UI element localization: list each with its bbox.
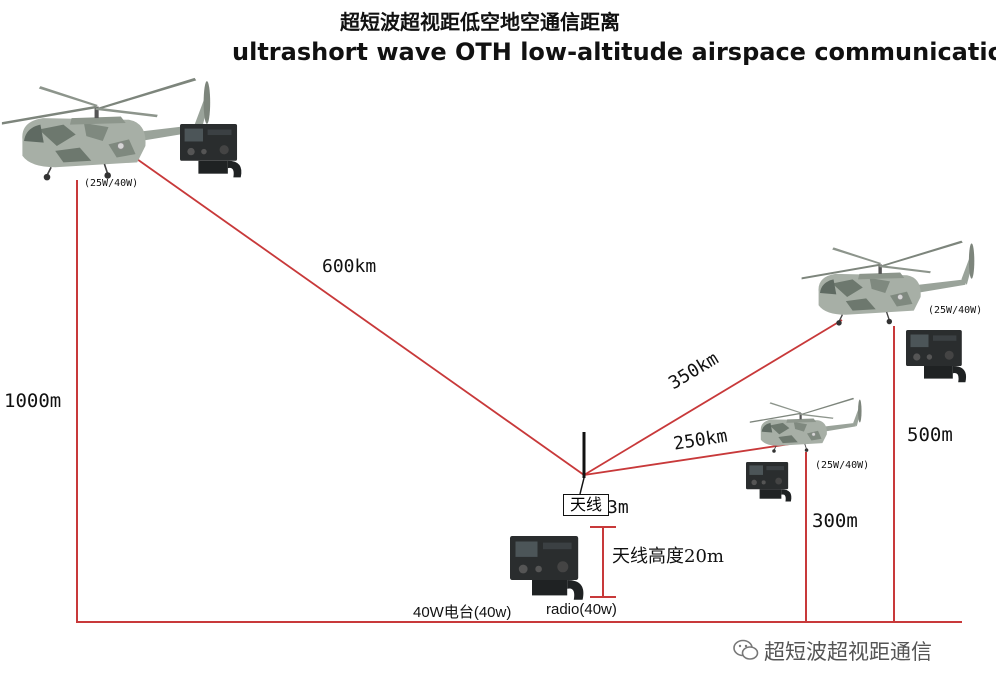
antenna-height-label: 天线高度20m	[612, 546, 724, 567]
antenna-lead	[579, 477, 585, 495]
link-line-250km	[583, 443, 791, 476]
ground-radio-label-zh: 40W电台(40w)	[413, 604, 512, 621]
altitude-label-300m: 300m	[812, 510, 858, 532]
link-line-600km	[126, 151, 585, 476]
power-label-right: (25W/40W)	[928, 305, 983, 316]
radio-icon-right	[906, 330, 967, 383]
antenna-label-box: 天线	[563, 494, 609, 516]
radio-icon-ground	[510, 536, 584, 600]
title-chinese: 超短波超视距低空地空通信距离	[340, 10, 620, 34]
power-label-middle: (25W/40W)	[815, 460, 870, 471]
helicopter-middle	[749, 397, 862, 454]
antenna-mast-label: 3m	[607, 497, 629, 518]
distance-label-600km: 600km	[322, 256, 377, 277]
ground-radio-label-en: radio(40w)	[546, 601, 617, 618]
link-line-350km	[583, 319, 843, 476]
radio-icon-left	[180, 124, 242, 178]
power-label-left: (25W/40W)	[84, 178, 139, 189]
watermark-text: 超短波超视距通信	[764, 640, 932, 664]
radio-icon-middle	[746, 462, 792, 502]
title-english: ultrashort wave OTH low-altitude airspac…	[232, 38, 996, 66]
altitude-label-500m: 500m	[907, 424, 953, 446]
antenna-height-marker	[590, 526, 616, 598]
wechat-icon	[733, 639, 759, 660]
altitude-label-1000m: 1000m	[4, 390, 62, 412]
helicopter-left	[1, 77, 211, 182]
